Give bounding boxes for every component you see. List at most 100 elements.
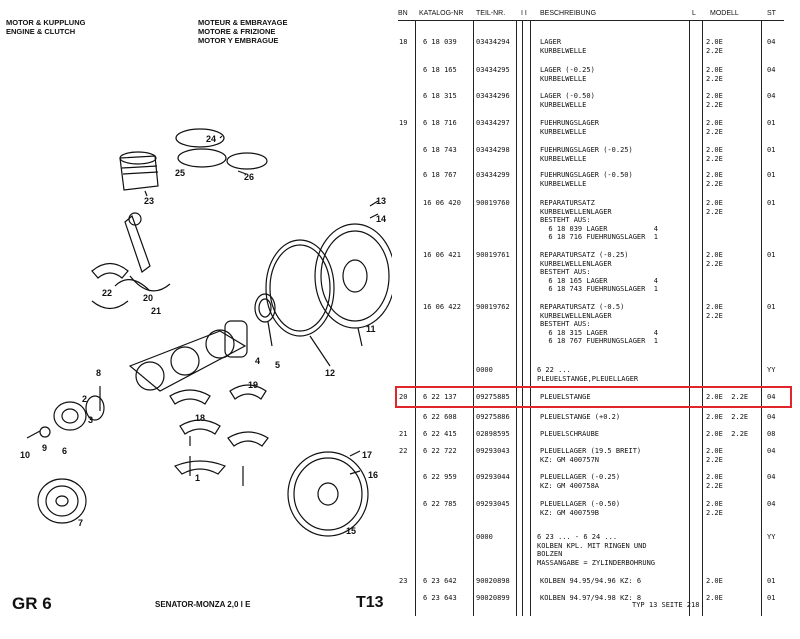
cell-st: 01 xyxy=(767,199,776,207)
col-header-modell: MODELL xyxy=(710,10,739,17)
typ-seite: TYP 13 SEITE 218 xyxy=(632,601,700,609)
cell-katalog: 6 22 137 xyxy=(423,393,457,401)
cell-st: 01 xyxy=(767,577,776,585)
cell-desc: PLEUELSTANGE (+0.2) xyxy=(540,413,621,421)
cell-teil: 09293045 xyxy=(476,500,510,508)
cell-katalog: 6 18 039 xyxy=(423,38,457,46)
diagram-label: 23 xyxy=(144,196,154,206)
header-rule xyxy=(398,20,784,21)
cell-katalog: 6 18 743 xyxy=(423,146,457,154)
cell-teil: 03434294 xyxy=(476,38,510,46)
cell-modell: 2.0E 2.2E xyxy=(706,473,723,490)
diagram-label: 16 xyxy=(368,470,378,480)
cell-katalog: 16 06 421 xyxy=(423,251,461,259)
col-rule xyxy=(516,20,517,616)
highlight-box xyxy=(395,386,792,408)
col-rule xyxy=(522,20,523,616)
cell-katalog: 6 22 959 xyxy=(423,473,457,481)
cell-teil: 03434298 xyxy=(476,146,510,154)
cell-modell: 2.0E 2.2E xyxy=(706,393,749,401)
exploded-diagram: 24 25 26 23 13 14 11 12 5 4 8 3 2 9 6 10… xyxy=(20,128,392,537)
cell-modell: 2.0E 2.2E xyxy=(706,119,723,136)
cell-teil: 03434295 xyxy=(476,66,510,74)
diagram-label: 25 xyxy=(175,168,185,178)
col-header-l: L xyxy=(692,10,696,17)
diagram-label: 8 xyxy=(96,368,101,378)
diagram-label: 10 xyxy=(20,450,30,460)
diagram-label: 9 xyxy=(42,443,47,453)
diagram-label: 19 xyxy=(248,380,258,390)
diagram-label: 11 xyxy=(366,324,376,334)
cell-teil: 09293044 xyxy=(476,473,510,481)
cell-teil: 03434296 xyxy=(476,92,510,100)
cell-modell: 2.0E 2.2E xyxy=(706,38,723,55)
cell-teil: 0000 xyxy=(476,366,493,374)
cell-st: 01 xyxy=(767,251,776,259)
cell-desc: REPARATURSATZ KURBELWELLENLAGER BESTEHT … xyxy=(540,199,659,241)
cell-st: 04 xyxy=(767,92,776,100)
cell-teil: 0000 xyxy=(476,533,493,541)
cell-desc: PLEUELLAGER (-0.25) KZ: GM 400758A xyxy=(540,473,621,490)
cell-st: 04 xyxy=(767,500,776,508)
diagram-label: 22 xyxy=(102,288,112,298)
cell-bn: 23 xyxy=(399,577,408,585)
diagram-label: 2 xyxy=(82,394,87,404)
cell-st: 08 xyxy=(767,430,776,438)
cell-teil: 09275886 xyxy=(476,413,510,421)
cell-teil: 09275885 xyxy=(476,393,510,401)
diagram-label: 20 xyxy=(143,293,153,303)
cell-st: 04 xyxy=(767,393,776,401)
cell-st: 01 xyxy=(767,594,776,602)
cell-desc: LAGER (-0.25) KURBELWELLE xyxy=(540,66,595,83)
header-es-title: MOTOR Y EMBRAGUE xyxy=(198,36,279,45)
cell-desc: 6 23 ... - 6 24 ... KOLBEN KPL. MIT RING… xyxy=(537,533,656,567)
cell-modell: 2.0E 2.2E xyxy=(706,66,723,83)
diagram-label: 14 xyxy=(376,214,386,224)
diagram-label: 21 xyxy=(151,306,161,316)
header-left: MOTOR & KUPPLUNG ENGINE & CLUTCH xyxy=(6,18,85,36)
col-rule xyxy=(702,20,703,616)
cell-katalog: 6 22 785 xyxy=(423,500,457,508)
cell-st: 01 xyxy=(767,119,776,127)
cell-katalog: 6 18 315 xyxy=(423,92,457,100)
cell-teil: 02898595 xyxy=(476,430,510,438)
page-code: T13 xyxy=(356,594,384,611)
col-header-ii: I I xyxy=(521,10,527,17)
cell-st: YY xyxy=(767,366,776,374)
cell-katalog: 6 18 716 xyxy=(423,119,457,127)
cell-desc: FUEHRUNGSLAGER KURBELWELLE xyxy=(540,119,600,136)
cell-desc: PLEUELLAGER (-0.50) KZ: GM 400759B xyxy=(540,500,621,517)
cell-katalog: 6 18 767 xyxy=(423,171,457,179)
cell-desc: PLEUELSTANGE xyxy=(540,393,591,401)
header-it-title: MOTORE & FRIZIONE xyxy=(198,27,276,36)
cell-modell: 2.0E 2.2E xyxy=(706,146,723,163)
col-rule xyxy=(530,20,531,616)
cell-bn: 19 xyxy=(399,119,408,127)
cell-modell: 2.0E 2.2E xyxy=(706,303,723,320)
cell-st: 04 xyxy=(767,38,776,46)
col-header-st: ST xyxy=(767,10,776,17)
header-fr-title: MOTEUR & EMBRAYAGE xyxy=(198,18,288,27)
diagram-label: 3 xyxy=(88,415,93,425)
cell-desc: REPARATURSATZ (-0.5) KURBELWELLENLAGER B… xyxy=(540,303,659,345)
cell-st: 01 xyxy=(767,146,776,154)
diagram-label: 7 xyxy=(78,518,83,528)
cell-modell: 2.0E 2.2E xyxy=(706,92,723,109)
cell-teil: 90019760 xyxy=(476,199,510,207)
cell-bn: 21 xyxy=(399,430,408,438)
diagram-label: 24 xyxy=(206,134,216,144)
cell-modell: 2.0E xyxy=(706,577,723,585)
diagram-label: 17 xyxy=(362,450,372,460)
header-de-title: MOTOR & KUPPLUNG xyxy=(6,18,86,27)
cell-katalog: 6 23 643 xyxy=(423,594,457,602)
cell-modell: 2.0E 2.2E xyxy=(706,447,723,464)
col-rule xyxy=(761,20,762,616)
cell-modell: 2.0E 2.2E xyxy=(706,413,749,421)
cell-desc: KOLBEN 94.95/94.96 KZ: 6 xyxy=(540,577,642,585)
cell-desc: FUEHRUNGSLAGER (-0.50) KURBELWELLE xyxy=(540,171,633,188)
cell-st: YY xyxy=(767,533,776,541)
cell-desc: KOLBEN 94.97/94.98 KZ: 8 xyxy=(540,594,642,602)
cell-st: 04 xyxy=(767,473,776,481)
cell-katalog: 6 22 722 xyxy=(423,447,457,455)
cell-katalog: 6 22 608 xyxy=(423,413,457,421)
